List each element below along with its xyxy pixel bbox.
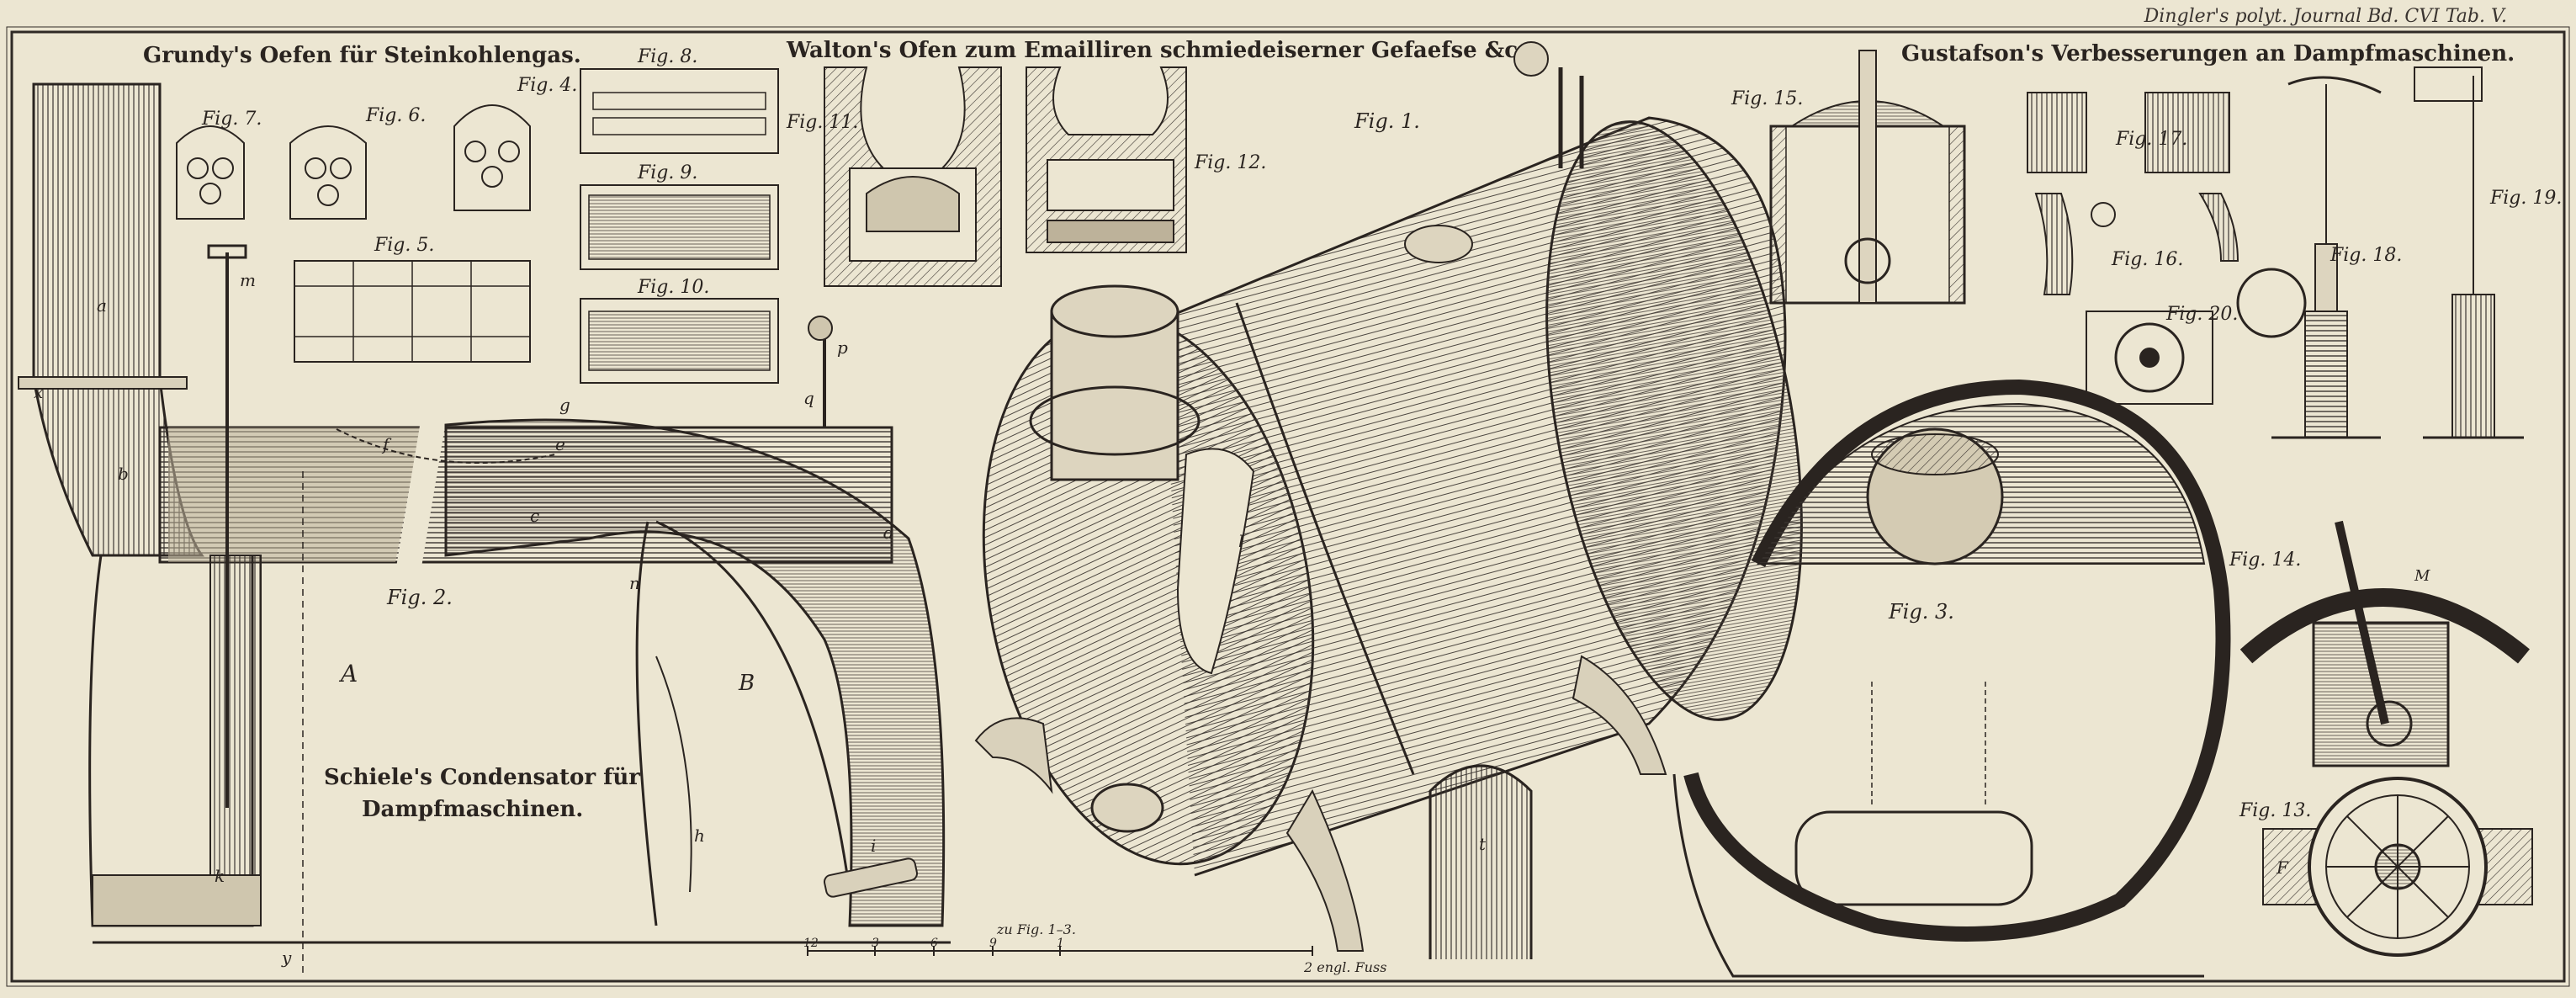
fig-10-plan xyxy=(580,298,779,384)
scale-caption: zu Fig. 1–3. xyxy=(996,921,1076,937)
fig-6-retort xyxy=(289,125,367,220)
fig-13-wheel xyxy=(2262,777,2533,957)
label-fig-13: Fig. 13. xyxy=(2239,800,2311,821)
label-fig-6: Fig. 6. xyxy=(365,105,426,126)
letter-x: x xyxy=(34,382,43,402)
fig-4-retort xyxy=(453,104,531,211)
label-fig-10: Fig. 10. xyxy=(637,277,709,298)
fig-8-plan xyxy=(580,68,779,154)
journal-reference: Dingler's polyt. Journal Bd. CVI Tab. V. xyxy=(2144,6,2507,27)
scale-tick-2: 6 xyxy=(930,937,938,950)
fig-18-column xyxy=(2236,76,2382,439)
letter-F: F xyxy=(2276,857,2289,878)
label-fig-4: Fig. 4. xyxy=(517,75,577,96)
letter-A: A xyxy=(338,660,358,687)
scale-tick-1: 3 xyxy=(872,937,879,950)
label-fig-14: Fig. 14. xyxy=(2229,549,2301,571)
letter-q: q xyxy=(803,388,814,408)
fig-3-boiler-section xyxy=(1672,379,2231,978)
letter-m: m xyxy=(240,270,256,290)
letter-e: e xyxy=(555,434,565,454)
plate-outer-frame xyxy=(6,26,2570,987)
fig-12-enamel-furnace xyxy=(1026,66,1187,253)
letter-b: b xyxy=(118,464,129,484)
label-fig-15: Fig. 15. xyxy=(1731,88,1803,109)
letter-h: h xyxy=(694,825,705,846)
letter-i: i xyxy=(871,836,876,856)
scale-tick-0: 12 xyxy=(803,937,819,950)
letter-n: n xyxy=(629,573,640,593)
label-fig-16: Fig. 16. xyxy=(2111,249,2183,270)
letter-t: t xyxy=(1479,834,1487,854)
fig-11-enamel-furnace xyxy=(824,66,1002,287)
title-gustafson: Gustafson's Verbesserungen an Dampfmasch… xyxy=(1901,41,2515,66)
title-walton: Walton's Ofen zum Emailliren schmiedeise… xyxy=(786,38,1525,63)
label-fig-1: Fig. 1. xyxy=(1354,109,1420,133)
title-schiele-line1: Schiele's Condensator für xyxy=(324,765,640,790)
letter-d: d xyxy=(883,523,894,543)
label-fig-2: Fig. 2. xyxy=(386,586,453,609)
label-fig-5: Fig. 5. xyxy=(374,235,434,256)
letter-l: l xyxy=(1238,531,1243,551)
letter-k: k xyxy=(215,866,225,886)
label-fig-12: Fig. 12. xyxy=(1194,152,1266,173)
fig-19-column xyxy=(2414,66,2524,439)
title-schiele-line2: Dampfmaschinen. xyxy=(362,797,583,822)
fig-17-detail xyxy=(2027,92,2230,173)
label-fig-8: Fig. 8. xyxy=(637,46,697,67)
fig-14-piston-arc xyxy=(2239,520,2530,767)
fig-1-boiler xyxy=(974,41,1803,959)
letter-y: y xyxy=(281,948,292,968)
fig-16-detail xyxy=(2034,193,2239,295)
label-fig-3: Fig. 3. xyxy=(1888,600,1954,624)
fig-20-gear xyxy=(2086,311,2213,405)
fig-9-plan xyxy=(580,184,779,270)
scale-unit: 2 engl. Fuss xyxy=(1303,959,1386,975)
scale-tick-4: 1 xyxy=(1057,937,1064,950)
label-fig-9: Fig. 9. xyxy=(637,162,697,183)
label-fig-17: Fig. 17. xyxy=(2115,129,2187,150)
fig-5-furnace xyxy=(294,260,531,363)
label-fig-7: Fig. 7. xyxy=(201,109,262,130)
letter-c: c xyxy=(530,506,539,526)
letter-M: M xyxy=(2414,567,2430,585)
scale-bar xyxy=(807,946,1313,956)
label-fig-20: Fig. 20. xyxy=(2165,304,2238,325)
letter-B: B xyxy=(738,671,755,696)
scale-tick-3: 9 xyxy=(989,937,997,950)
label-fig-11: Fig. 11. xyxy=(786,112,858,133)
fig-2-condenser xyxy=(18,82,951,976)
label-fig-18: Fig. 18. xyxy=(2330,245,2402,266)
title-grundy: Grundy's Oefen für Steinkohlengas. xyxy=(143,43,581,68)
letter-a: a xyxy=(97,295,107,316)
fig-15-piston xyxy=(1769,50,1966,305)
plate-frame xyxy=(10,30,2566,983)
label-fig-19: Fig. 19. xyxy=(2489,188,2562,209)
letter-g: g xyxy=(559,395,570,415)
letter-p: p xyxy=(837,337,848,358)
fig-7-retort xyxy=(176,125,245,220)
